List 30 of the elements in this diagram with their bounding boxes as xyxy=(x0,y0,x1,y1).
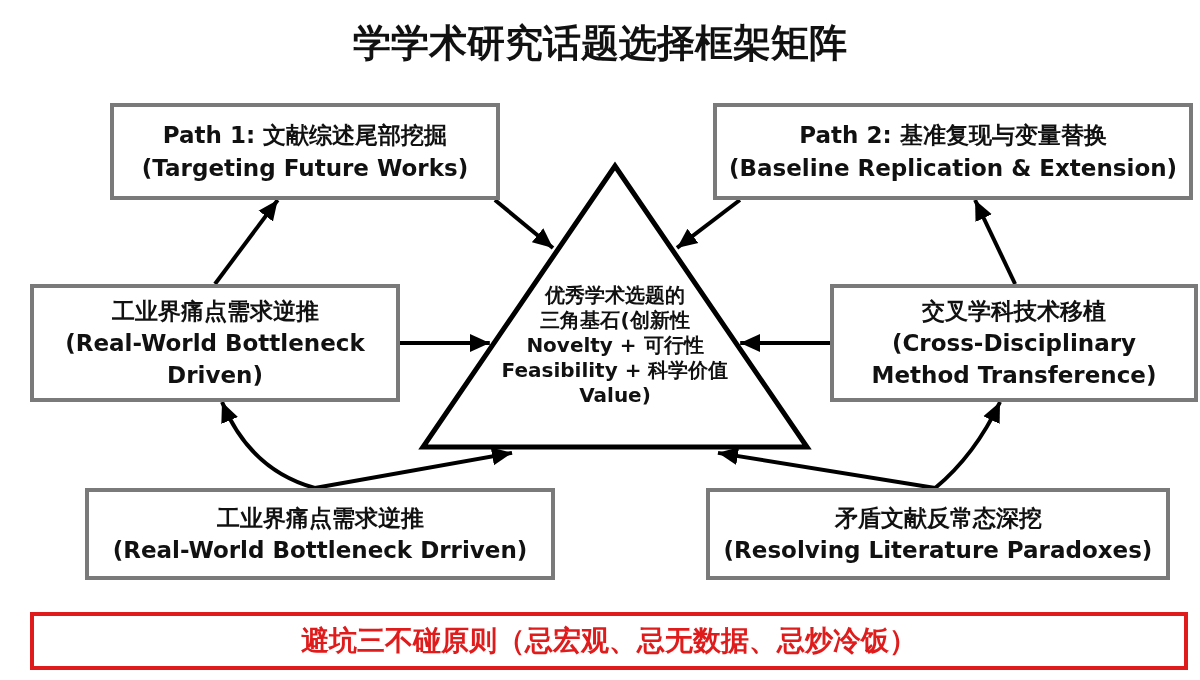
box-heading: 工业界痛点需求逆推 xyxy=(216,503,424,533)
box-subtitle: (Cross-Disciplinary Method Transference) xyxy=(870,328,1158,391)
arrow xyxy=(933,401,1002,490)
arrow xyxy=(400,333,490,352)
arrow xyxy=(740,333,830,352)
process-box xyxy=(30,284,400,402)
box-subtitle: (Resolving Literature Paradoxes) xyxy=(723,536,1153,565)
box-heading: Path 2: 基准复现与变量替换 xyxy=(799,121,1107,151)
process-box xyxy=(830,284,1198,402)
box-heading: 工业界痛点需求逆推 xyxy=(111,296,319,326)
box-heading: 矛盾文献反常态深挖 xyxy=(834,503,1042,533)
process-box xyxy=(110,103,500,200)
box-subtitle: (Baseline Replication & Extension) xyxy=(728,153,1178,183)
box-subtitle: (Real-World Bottleneck Driven) xyxy=(64,328,366,391)
process-box xyxy=(713,103,1193,200)
process-box xyxy=(85,488,555,580)
process-box xyxy=(706,488,1170,580)
arrow xyxy=(493,198,555,250)
arrow xyxy=(973,199,1017,285)
arrow xyxy=(213,198,280,286)
box-subtitle: (Real-World Bottleneck Drriven) xyxy=(112,536,528,565)
arrow xyxy=(675,198,742,250)
arrow xyxy=(220,401,316,490)
box-heading: Path 1: 文献综述尾部挖掘 xyxy=(162,121,448,151)
warning-banner xyxy=(30,612,1188,670)
box-heading: 交叉学科技术移植 xyxy=(922,296,1106,326)
banner-text: 避坑三不碰原则（忌宏观、忌无数据、忌炒冷饭） xyxy=(301,623,917,660)
title: 学学术研究话题选择框架矩阵 xyxy=(353,20,847,67)
box-subtitle: (Targeting Future Works) xyxy=(141,153,469,183)
center-text: 优秀学术选题的三角基石(创新性 Novelty + 可行性 Feasibility + 科学价值 Value) xyxy=(501,283,729,407)
